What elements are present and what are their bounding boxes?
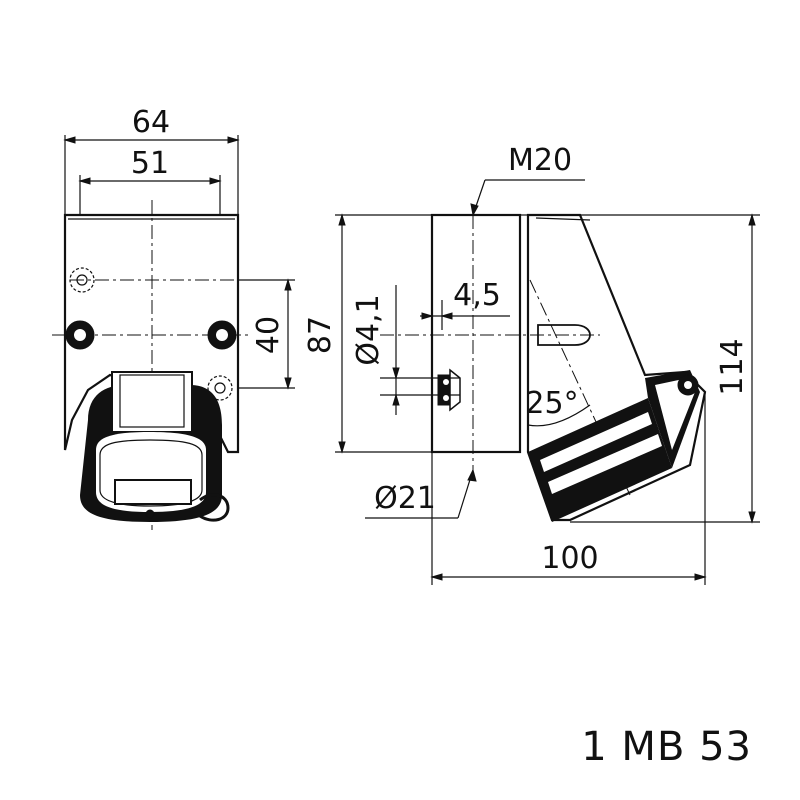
dim-label-hole-diameter: Ø4,1 (351, 294, 386, 365)
mounting-hole-top (69, 267, 95, 293)
dim-label-64: 64 (132, 105, 170, 140)
dim-label-angle: 25° (525, 386, 578, 421)
mounting-hole-right (207, 320, 237, 350)
angle-axis (529, 279, 631, 496)
contact-pin (537, 324, 591, 346)
dim-label-51: 51 (131, 146, 169, 181)
dim-label-114: 114 (715, 338, 750, 395)
dim-label-40: 40 (251, 316, 286, 354)
angle-arc (527, 404, 591, 427)
dim-label-cable-diameter: Ø21 (374, 481, 436, 516)
mounting-hole-left (65, 320, 95, 350)
side-view: M20 87 Ø4,1 4,5 (303, 143, 760, 585)
dim-label-offset: 4,5 (453, 278, 501, 313)
front-view: 64 51 (52, 105, 295, 530)
side-box-body (430, 213, 522, 454)
dim-label-87: 87 (303, 316, 338, 354)
socket-face (528, 370, 700, 522)
dim-label-m20: M20 (508, 143, 572, 178)
socket-housing (80, 371, 230, 522)
dim-label-100: 100 (541, 541, 598, 576)
mounting-screw (437, 368, 461, 412)
product-code: 1 MB 53 (581, 724, 752, 770)
mounting-hole-bottom (207, 375, 233, 401)
